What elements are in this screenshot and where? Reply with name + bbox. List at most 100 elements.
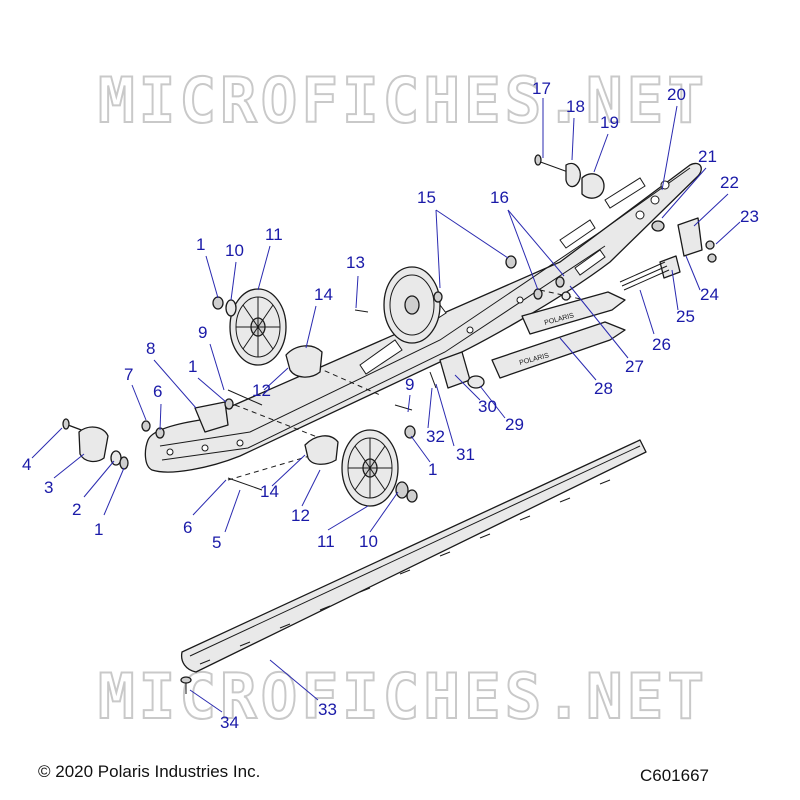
callout-leader-line [209,343,225,391]
callout-leader-line [671,269,679,311]
callout-leader-line [103,467,125,516]
callout-leader-line [305,305,317,349]
idler-wheel-rear [383,266,441,344]
callout-number: 1 [428,460,437,479]
callout-leader-line [301,469,321,507]
callout-number: 18 [566,97,585,116]
callout-leader-line [53,453,85,479]
callout-leader-line [454,374,481,401]
rail-frame [144,162,702,473]
callout-leader-line [693,193,729,227]
callout-leader-line [435,383,455,447]
callout-leader-line [131,384,147,421]
callout-leader-line [153,359,197,409]
callout-leader-line [593,133,609,173]
callout-number: 13 [346,253,365,272]
watermark-top: MICROFICHES.NET [98,64,708,137]
callout-number: 3 [44,478,53,497]
callout-number: 2 [72,500,81,519]
callout-leader-line [435,209,509,259]
callout-number: 29 [505,415,524,434]
callout-leader-line [355,275,359,309]
callout-number: 34 [220,713,239,732]
callout-leader-line [31,427,63,459]
callout-leader-line [661,105,678,191]
alignment-line-1 [299,359,381,396]
callout-leader-line [257,245,271,291]
callout-leader-line [83,460,115,498]
callout-number: 1 [196,235,205,254]
callout-number: 23 [740,207,759,226]
callout-number: 6 [153,382,162,401]
callout-leader-line [327,505,369,531]
callout-leader-line [685,255,701,291]
hardware-parts [62,154,717,503]
callout-number: 14 [314,285,333,304]
callout-number: 5 [212,533,221,552]
callout-number: 33 [318,700,337,719]
callout-number: 9 [405,375,414,394]
callout-leader-line [189,689,223,713]
callout-leader-line [661,167,707,219]
callout-number: 15 [417,188,436,207]
callout-number: 8 [146,339,155,358]
callout-number: 11 [317,532,335,551]
callout-number: 21 [698,147,717,166]
callout-number: 31 [456,445,475,464]
callout-leader-line [427,387,433,429]
callout-number: 17 [532,79,551,98]
idler-wheel-upper [229,288,287,366]
figure-code: C601667 [640,766,710,785]
callout-number: 26 [652,335,671,354]
callout-number: 4 [22,455,31,474]
callout-number: 14 [260,482,279,501]
alignment-line-2 [234,404,326,441]
callout-leader-line [571,117,575,161]
callout-leader-line [715,221,741,245]
callout-number: 24 [700,285,719,304]
callout-number: 6 [183,518,192,537]
callout-leader-line [410,435,431,463]
callout-number: 12 [291,506,310,525]
callout-leader-line [407,394,411,413]
callout-leader-line [263,367,289,391]
callout-leader-line [507,209,565,277]
copyright-text: © 2020 Polaris Industries Inc. [38,762,261,781]
callout-number: 16 [490,188,509,207]
callout-number: 32 [426,427,445,446]
callout-leader-line [192,479,227,516]
callout-number: 9 [198,323,207,342]
callout-leader-line [269,659,319,701]
callout-number: 25 [676,307,695,326]
callout-leader-line [639,289,655,335]
callout-number: 27 [625,357,644,376]
watermark-bottom: MICROFICHES.NET [98,660,708,733]
callout-number: 20 [667,85,686,104]
callout-number: 12 [252,381,271,400]
callout-number: 10 [225,241,244,260]
idler-wheel-lower [341,429,399,507]
callout-leader-line [479,385,506,419]
callout-leader-line [569,285,629,359]
callout-leader-line [197,377,227,403]
callout-number: 10 [359,532,378,551]
callout-number: 7 [124,365,133,384]
callout-number: 1 [94,520,103,539]
wear-strip [180,439,647,673]
callout-number: 19 [600,113,619,132]
callout-leader-line [224,489,241,533]
callout-leader-line [271,454,306,487]
screw-34 [180,676,192,694]
callout-leader-line [369,491,399,533]
callout-number: 30 [478,397,497,416]
callout-number: 22 [720,173,739,192]
callout-leader-line [559,337,597,381]
callout-number: 1 [188,357,197,376]
callout-leader-line [159,403,162,431]
alignment-line-4 [539,289,586,301]
callout-number: 11 [265,225,283,244]
callout-number: 28 [594,379,613,398]
callout-leader-line [507,209,539,291]
